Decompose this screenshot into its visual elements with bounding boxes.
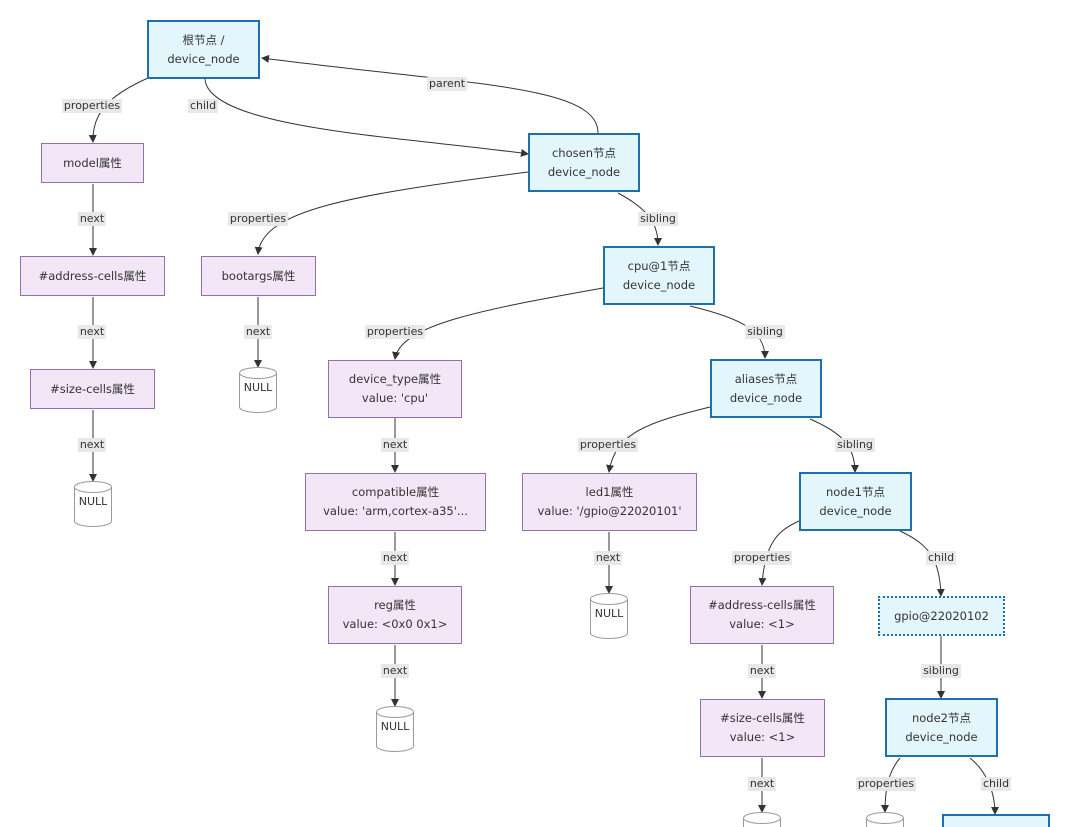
prop-node1-size-cells-name: #size-cells属性 bbox=[720, 711, 805, 725]
prop-compatible-name: compatible属性 bbox=[351, 485, 440, 499]
edge-label-properties: properties bbox=[577, 438, 639, 452]
edge-label-parent: parent bbox=[426, 77, 468, 91]
prop-bootargs-name: bootargs属性 bbox=[221, 268, 296, 283]
prop-led1-value: value: '/gpio@22020101' bbox=[537, 504, 682, 518]
node-cpu-name: cpu@1节点 bbox=[627, 258, 691, 273]
node-node2-name: node2节点 bbox=[911, 710, 972, 725]
node-cpu-type: device_node bbox=[622, 277, 696, 292]
prop-reg-value: value: <0x0 0x1> bbox=[342, 617, 448, 631]
node-chosen-name: chosen节点 bbox=[551, 145, 616, 160]
edge-chosen-parent bbox=[261, 54, 599, 134]
node-node1-name: node1节点 bbox=[825, 484, 886, 499]
prop-device-type-name: device_type属性 bbox=[348, 372, 442, 386]
null-cylinder-6-partial bbox=[866, 812, 904, 827]
node-root-type: device_node bbox=[167, 51, 240, 66]
node-aliases-type: device_node bbox=[729, 390, 803, 405]
edge-aliases-properties bbox=[606, 406, 711, 473]
prop-node1-address-cells-name: #address-cells属性 bbox=[708, 598, 816, 612]
edge-label-properties: properties bbox=[227, 212, 289, 226]
node-node2: node2节点 device_node bbox=[885, 698, 998, 757]
edge-label-next: next bbox=[77, 438, 107, 452]
null-label: NULL bbox=[380, 720, 410, 733]
prop-model-name: model属性 bbox=[63, 155, 122, 170]
edge-chosen-properties bbox=[254, 171, 529, 255]
edge-label-child: child bbox=[925, 551, 957, 565]
edge-label-child: child bbox=[980, 777, 1012, 791]
edge-label-next: next bbox=[243, 325, 273, 339]
node-child-partial bbox=[942, 814, 1050, 827]
edge-label-next: next bbox=[77, 212, 107, 226]
edge-label-properties: properties bbox=[731, 551, 793, 565]
null-cylinder-3: NULL bbox=[376, 706, 414, 752]
edge-label-sibling: sibling bbox=[745, 325, 785, 339]
prop-reg: reg属性 value: <0x0 0x1> bbox=[328, 586, 462, 644]
node-root-name: 根节点 / bbox=[182, 32, 225, 47]
prop-compatible: compatible属性 value: 'arm,cortex-a35'... bbox=[305, 473, 486, 531]
null-cylinder-1: NULL bbox=[74, 481, 112, 527]
prop-root-address-cells: #address-cells属性 bbox=[20, 256, 165, 296]
prop-node1-address-cells: #address-cells属性 value: <1> bbox=[690, 586, 834, 644]
node-chosen-type: device_node bbox=[547, 164, 621, 179]
node-root: 根节点 / device_node bbox=[147, 20, 260, 79]
prop-compatible-value: value: 'arm,cortex-a35'... bbox=[323, 504, 468, 518]
prop-led1: led1属性 value: '/gpio@22020101' bbox=[522, 473, 697, 531]
edge-label-next: next bbox=[747, 777, 777, 791]
null-cylinder-4: NULL bbox=[590, 593, 628, 639]
null-label: NULL bbox=[78, 495, 108, 508]
node-cpu: cpu@1节点 device_node bbox=[603, 246, 715, 305]
node-node1: node1节点 device_node bbox=[799, 472, 912, 531]
node-node1-type: device_node bbox=[819, 503, 892, 518]
edge-label-next: next bbox=[747, 664, 777, 678]
edge-cpu-properties bbox=[392, 287, 604, 360]
edge-label-sibling: sibling bbox=[835, 438, 875, 452]
edge-label-next: next bbox=[77, 325, 107, 339]
edge-label-properties: properties bbox=[364, 325, 426, 339]
edge-label-next: next bbox=[593, 551, 623, 565]
edge-label-next: next bbox=[380, 551, 410, 565]
null-label: NULL bbox=[594, 607, 624, 620]
prop-device-type-value: value: 'cpu' bbox=[361, 391, 429, 405]
prop-model: model属性 bbox=[41, 143, 144, 183]
null-cylinder-5-partial bbox=[743, 812, 781, 827]
edge-node1-properties bbox=[758, 520, 800, 586]
prop-root-address-cells-name: #address-cells属性 bbox=[38, 268, 147, 283]
null-label: NULL bbox=[243, 381, 273, 394]
edge-label-sibling: sibling bbox=[921, 664, 961, 678]
edge-root-child bbox=[204, 77, 529, 157]
prop-node1-address-cells-value: value: <1> bbox=[729, 617, 795, 631]
prop-node1-size-cells-value: value: <1> bbox=[729, 730, 796, 744]
node-gpio-name: gpio@22020102 bbox=[894, 608, 989, 623]
prop-reg-name: reg属性 bbox=[374, 598, 416, 612]
prop-bootargs: bootargs属性 bbox=[201, 256, 316, 296]
edge-label-properties: properties bbox=[855, 777, 917, 791]
node-gpio: gpio@22020102 bbox=[878, 596, 1005, 636]
node-aliases: aliases节点 device_node bbox=[710, 359, 822, 418]
prop-device-type: device_type属性 value: 'cpu' bbox=[328, 360, 462, 418]
node-aliases-name: aliases节点 bbox=[734, 371, 798, 386]
edge-label-properties: properties bbox=[61, 99, 123, 113]
prop-node1-size-cells: #size-cells属性 value: <1> bbox=[700, 699, 825, 757]
edge-label-next: next bbox=[380, 438, 410, 452]
null-cylinder-2: NULL bbox=[239, 367, 277, 413]
node-node2-type: device_node bbox=[905, 729, 978, 744]
prop-root-size-cells-name: #size-cells属性 bbox=[50, 381, 135, 396]
prop-root-size-cells: #size-cells属性 bbox=[30, 369, 155, 409]
prop-led1-name: led1属性 bbox=[585, 485, 634, 499]
node-chosen: chosen节点 device_node bbox=[528, 133, 640, 192]
edge-label-sibling: sibling bbox=[638, 212, 678, 226]
edge-label-next: next bbox=[380, 664, 410, 678]
edge-label-child: child bbox=[187, 99, 219, 113]
